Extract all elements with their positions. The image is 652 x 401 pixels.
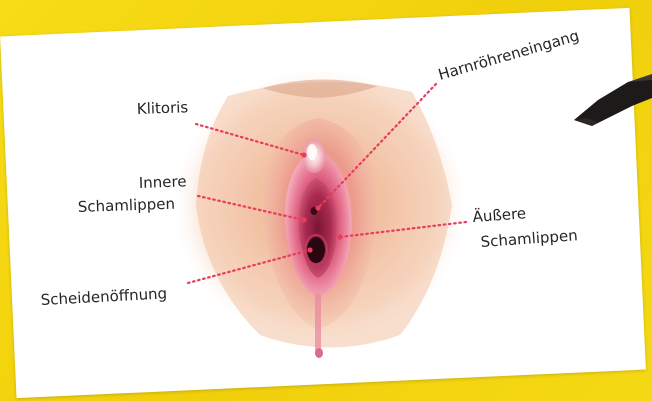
label-harnroehreneingang: Harnröhreneingang (436, 26, 581, 83)
label-innere-line2: Schamlippen (78, 195, 176, 216)
brush-stroke-icon (568, 72, 652, 132)
label-aeussere-line1: Äußere (472, 203, 527, 226)
leader-dot-innere (301, 217, 306, 222)
leader-dot-harnroehre (315, 205, 320, 210)
clitoris-highlight (307, 144, 317, 160)
label-aeussere-line2: Schamlippen (480, 226, 578, 251)
anus-hint (315, 348, 323, 358)
leader-dot-klitoris (301, 152, 306, 157)
label-scheidenoeffnung: Scheidenöffnung (40, 284, 167, 309)
label-klitoris: Klitoris (137, 98, 189, 118)
label-innere-line1: Innere (139, 172, 187, 192)
leader-dot-aeussere (337, 234, 342, 239)
leader-dot-scheide (307, 247, 312, 252)
